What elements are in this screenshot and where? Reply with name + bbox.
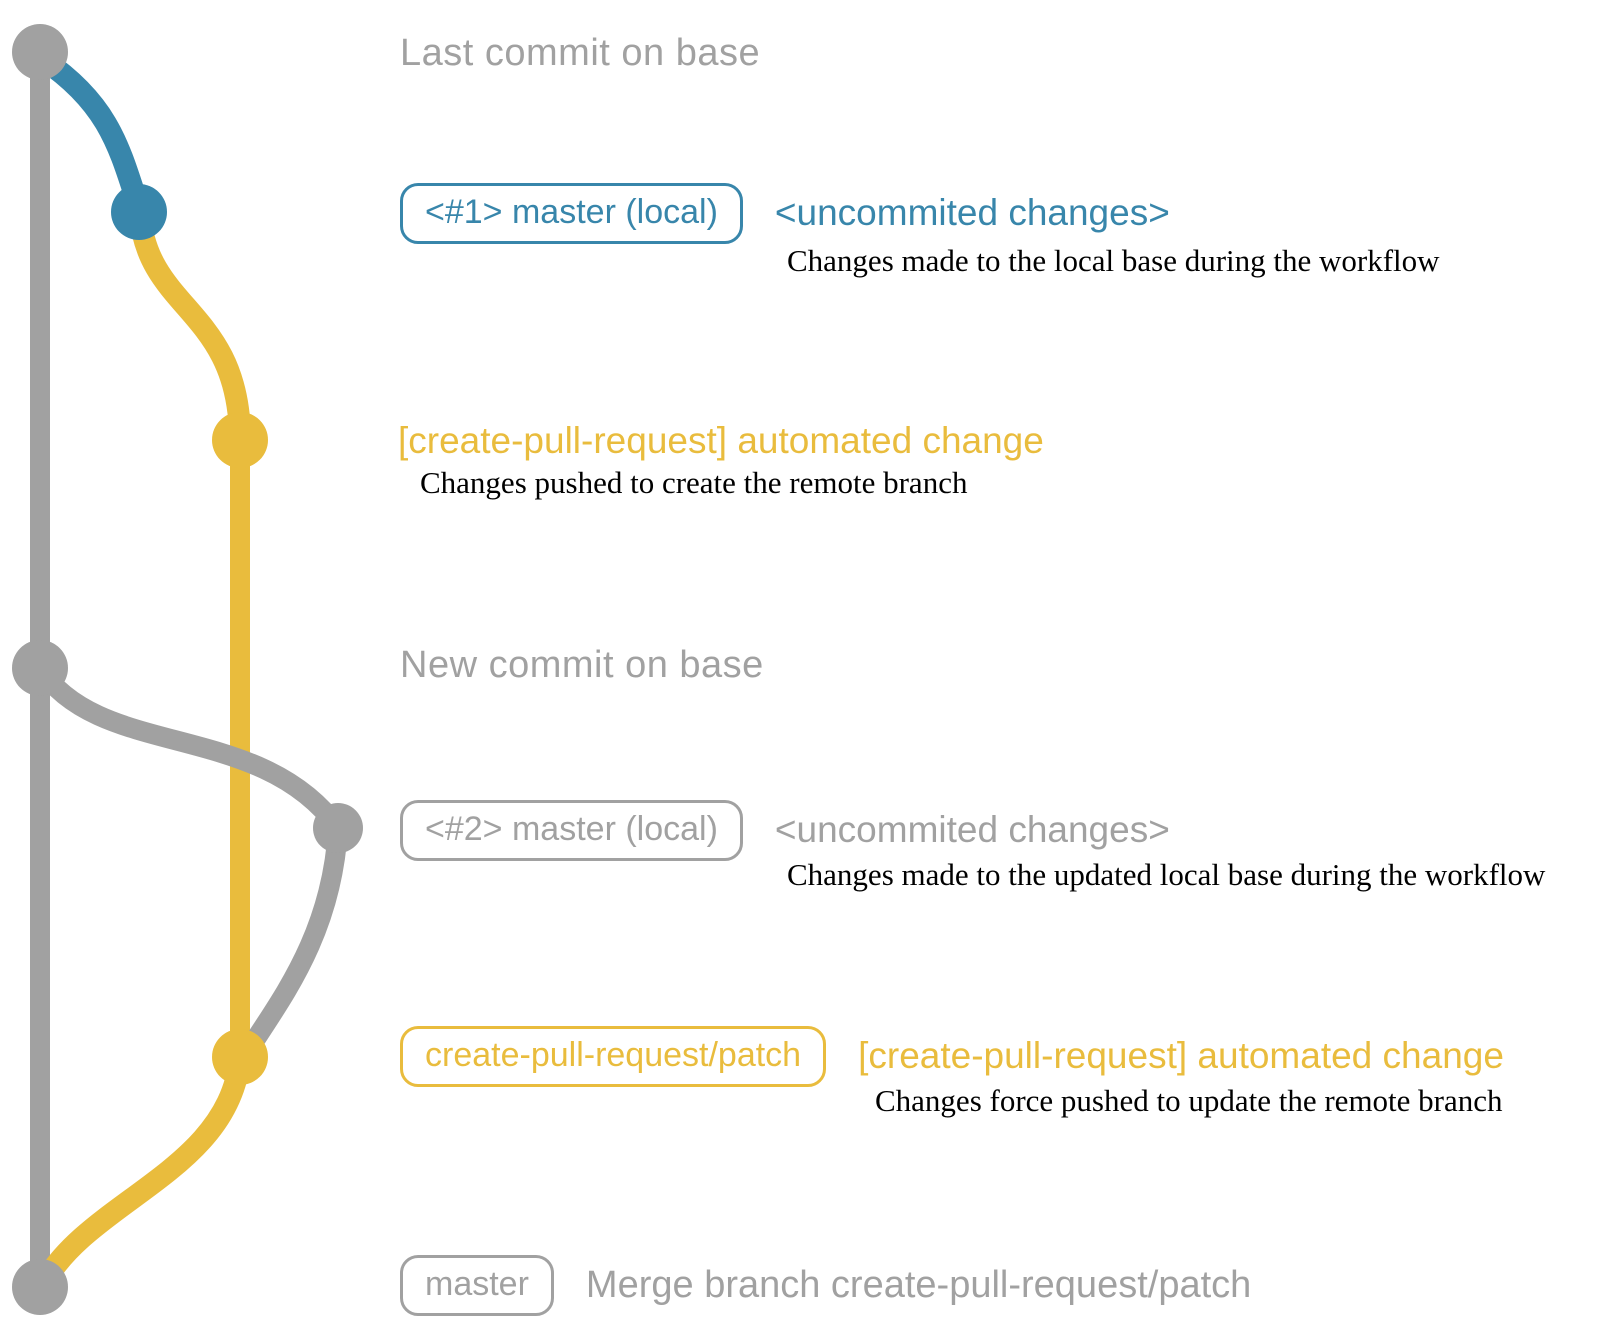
branch-badge-master-local-1: <#1> master (local) (400, 183, 743, 245)
commit-dot-patch-1 (212, 412, 268, 468)
local-master-branch-curve (33, 49, 150, 219)
label-last-commit-on-base: Last commit on base (400, 32, 761, 74)
label-new-commit-on-base: New commit on base (400, 644, 764, 686)
row-merge: master Merge branch create-pull-request/… (400, 1255, 1252, 1317)
commit2-annotation: <uncommited changes> (774, 809, 1170, 851)
row-push2: create-pull-request/patch [create-pull-r… (400, 1026, 1504, 1088)
updated-local-master-curve (30, 658, 348, 838)
force-push-curve (240, 818, 348, 1058)
push1-description: Changes pushed to create the remote bran… (420, 465, 968, 500)
commit2-description: Changes made to the updated local base d… (787, 857, 1546, 892)
push1-annotation: [create-pull-request] automated change (398, 420, 1044, 461)
merge-curve (33, 1046, 251, 1294)
row-commit2: <#2> master (local) <uncommited changes> (400, 800, 1170, 862)
commit-dot-local-master-1 (111, 184, 167, 240)
commit-dot-new-base (12, 640, 68, 696)
commit-dot-patch-2 (212, 1029, 268, 1085)
row-commit1: <#1> master (local) <uncommited changes> (400, 183, 1170, 245)
commit1-annotation: <uncommited changes> (774, 192, 1170, 234)
push2-annotation: [create-pull-request] automated change (858, 1035, 1504, 1077)
commit-dot-merge (12, 1259, 68, 1315)
patch-branch-curve-top (129, 204, 251, 447)
commit1-description: Changes made to the local base during th… (787, 243, 1440, 278)
branch-badge-master: master (400, 1255, 554, 1317)
branch-badge-patch: create-pull-request/patch (400, 1026, 827, 1088)
push2-description: Changes force pushed to update the remot… (875, 1083, 1503, 1118)
commit-dot-last-base (12, 24, 68, 80)
branch-badge-master-local-2: <#2> master (local) (400, 800, 743, 862)
commit-dot-local-master-2 (313, 803, 363, 853)
merge-annotation: Merge branch create-pull-request/patch (585, 1263, 1252, 1306)
